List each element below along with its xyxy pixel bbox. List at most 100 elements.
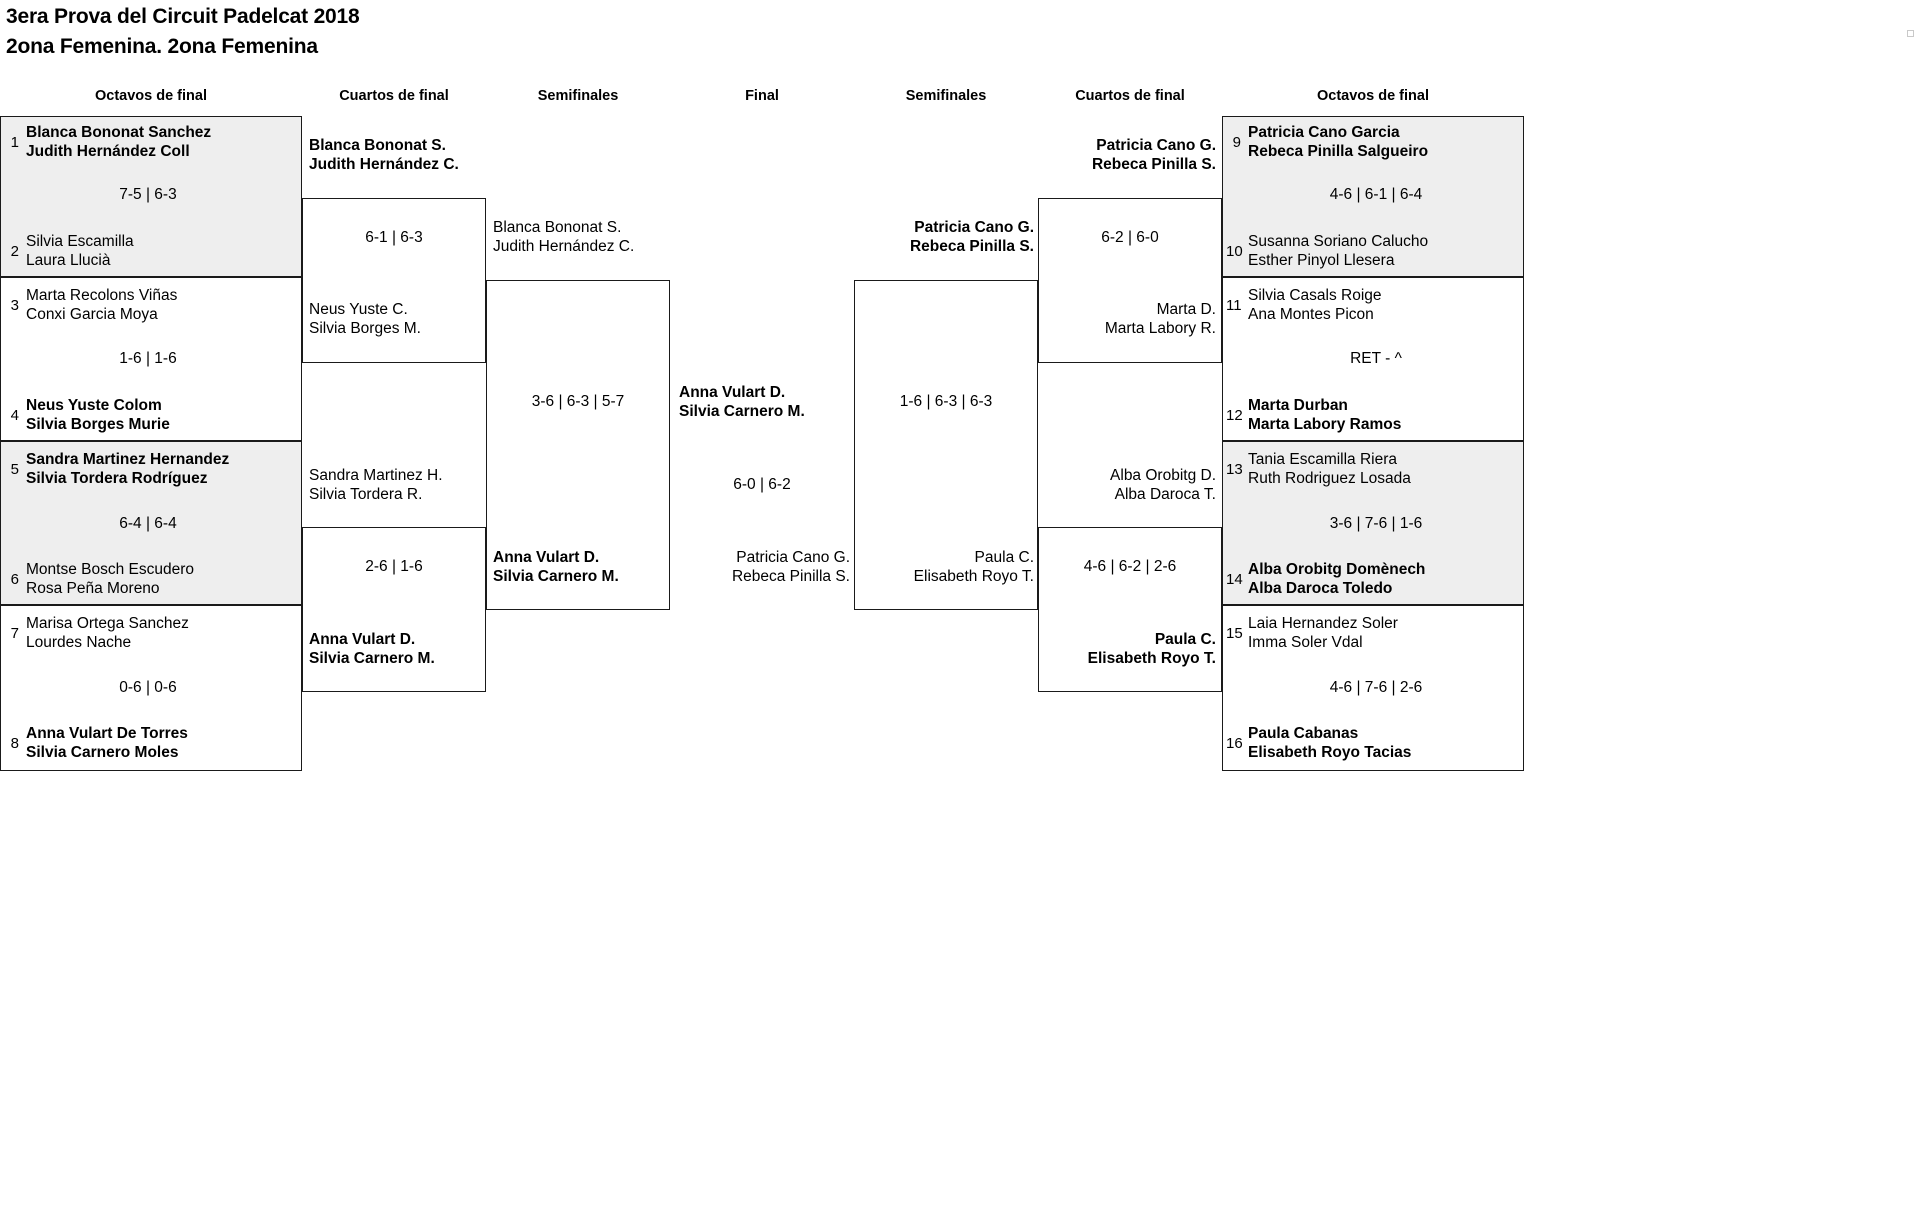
- seed-number: 3: [10, 297, 19, 315]
- round-heading-left-sf: Semifinales: [537, 88, 619, 104]
- bracket-slot-right-12[interactable]: 12 Marta Durban Marta Labory Ramos: [1226, 397, 1401, 434]
- match-score-left-r16-1: 7-5 | 6-3: [119, 186, 177, 203]
- bracket-slot-right-13[interactable]: 13 Tania Escamilla Riera Ruth Rodriguez …: [1226, 451, 1411, 488]
- player-name-1: Blanca Bononat S.: [309, 137, 446, 154]
- bracket-slot-right-14[interactable]: 14 Alba Orobitg Domènech Alba Daroca Tol…: [1226, 561, 1425, 598]
- player-name-1: Patricia Cano G.: [736, 549, 850, 566]
- seed-number: 2: [10, 243, 19, 261]
- match-box-right-r16-4[interactable]: [1222, 605, 1524, 771]
- player-name-2: Elisabeth Royo T.: [913, 567, 1034, 585]
- bracket-slot-right-9[interactable]: 9 Patricia Cano Garcia Rebeca Pinilla Sa…: [1226, 124, 1428, 161]
- seed-number: 7: [10, 625, 19, 643]
- round-heading-final: Final: [745, 88, 779, 104]
- player-name-2: Judith Hernández C.: [493, 237, 635, 255]
- bracket-slot-left-6[interactable]: 6 Montse Bosch Escudero Rosa Peña Moreno: [4, 561, 194, 598]
- player-name-2: Alba Daroca T.: [1114, 485, 1216, 503]
- match-score-left-qf-2: 2-6 | 1-6: [365, 558, 423, 575]
- bracket-slot-left-1[interactable]: 1 Blanca Bononat Sanchez Judith Hernánde…: [4, 124, 212, 161]
- team-names: Susanna Soriano Calucho Esther Pinyol Ll…: [1248, 233, 1428, 270]
- team-names: Silvia Casals Roige Ana Montes Picon: [1248, 287, 1382, 324]
- page-title: 3era Prova del Circuit Padelcat 2018 2on…: [6, 2, 360, 62]
- match-box-left-qf-2[interactable]: [302, 527, 486, 692]
- player-name-1: Neus Yuste C.: [309, 301, 408, 318]
- player-name-2: Silvia Carnero Moles: [26, 743, 179, 761]
- team-left-qf-2-bottom: Anna Vulart D. Silvia Carnero M.: [309, 631, 435, 668]
- team-final-right: Patricia Cano G. Rebeca Pinilla S.: [670, 549, 850, 586]
- team-names: Silvia Escamilla Laura Llucià: [26, 233, 134, 270]
- match-box-right-r16-2[interactable]: [1222, 277, 1524, 441]
- match-score-final: 6-0 | 6-2: [733, 476, 791, 493]
- player-name-1: Marta D.: [1156, 301, 1216, 318]
- match-score-right-r16-4: 4-6 | 7-6 | 2-6: [1329, 679, 1423, 696]
- match-box-left-r16-3[interactable]: [0, 441, 302, 605]
- player-name-2: Silvia Carnero M.: [679, 402, 805, 420]
- seed-number: 12: [1226, 407, 1243, 425]
- bracket-slot-left-8[interactable]: 8 Anna Vulart De Torres Silvia Carnero M…: [4, 725, 188, 762]
- team-names: Blanca Bononat Sanchez Judith Hernández …: [26, 124, 211, 161]
- bracket-slot-left-4[interactable]: 4 Neus Yuste Colom Silvia Borges Murie: [4, 397, 170, 434]
- team-names: Marisa Ortega Sanchez Lourdes Nache: [26, 615, 189, 652]
- bracket-slot-right-11[interactable]: 11 Silvia Casals Roige Ana Montes Picon: [1226, 287, 1382, 324]
- player-name-1: Sandra Martinez Hernandez: [26, 451, 230, 468]
- bracket-slot-right-15[interactable]: 15 Laia Hernandez Soler Imma Soler Vdal: [1226, 615, 1398, 652]
- tournament-title-line1: 3era Prova del Circuit Padelcat 2018: [6, 5, 360, 28]
- bracket-slot-right-16[interactable]: 16 Paula Cabanas Elisabeth Royo Tacias: [1226, 725, 1411, 762]
- tournament-subtitle-line2: 2ona Femenina. 2ona Femenina: [6, 34, 318, 58]
- player-name-1: Anna Vulart D.: [493, 549, 600, 566]
- player-name-2: Esther Pinyol Llesera: [1248, 251, 1395, 269]
- round-heading-left-r16: Octavos de final: [94, 88, 207, 104]
- round-heading-right-sf: Semifinales: [905, 88, 987, 104]
- team-right-qf-1-bottom: Marta D. Marta Labory R.: [1042, 301, 1216, 338]
- match-score-right-qf-2: 4-6 | 6-2 | 2-6: [1083, 558, 1177, 575]
- seed-number: 5: [10, 461, 19, 479]
- match-box-left-r16-1[interactable]: [0, 116, 302, 277]
- player-name-1: Silvia Casals Roige: [1248, 287, 1382, 304]
- match-box-left-r16-2[interactable]: [0, 277, 302, 441]
- player-name-2: Silvia Borges M.: [309, 319, 421, 337]
- player-name-1: Patricia Cano G.: [1096, 137, 1216, 154]
- team-names: Sandra Martinez Hernandez Silvia Tordera…: [26, 451, 229, 488]
- player-name-1: Alba Orobitg D.: [1110, 467, 1216, 484]
- player-name-1: Blanca Bononat Sanchez: [26, 124, 212, 141]
- team-left-qf-2-top: Sandra Martinez H. Silvia Tordera R.: [309, 467, 443, 504]
- team-right-qf-2-bottom: Paula C. Elisabeth Royo T.: [1042, 631, 1216, 668]
- match-box-right-qf-2[interactable]: [1038, 527, 1222, 692]
- match-box-left-r16-4[interactable]: [0, 605, 302, 771]
- bracket-slot-left-7[interactable]: 7 Marisa Ortega Sanchez Lourdes Nache: [4, 615, 189, 652]
- match-box-right-qf-1[interactable]: [1038, 198, 1222, 363]
- match-box-left-qf-1[interactable]: [302, 198, 486, 363]
- player-name-1: Sandra Martinez H.: [309, 467, 443, 484]
- player-name-2: Rosa Peña Moreno: [26, 579, 160, 597]
- player-name-1: Alba Orobitg Domènech: [1248, 561, 1426, 578]
- match-box-right-r16-3[interactable]: [1222, 441, 1524, 605]
- team-left-sf-bottom: Anna Vulart D. Silvia Carnero M.: [493, 549, 619, 586]
- bracket-slot-left-2[interactable]: 2 Silvia Escamilla Laura Llucià: [4, 233, 134, 270]
- team-names: Neus Yuste Colom Silvia Borges Murie: [26, 397, 170, 434]
- bracket-slot-left-3[interactable]: 3 Marta Recolons Viñas Conxi Garcia Moya: [4, 287, 178, 324]
- team-names: Marta Durban Marta Labory Ramos: [1248, 397, 1401, 434]
- player-name-2: Laura Llucià: [26, 251, 111, 269]
- player-name-2: Rebeca Pinilla S.: [1091, 155, 1216, 173]
- match-box-left-sf[interactable]: [486, 280, 670, 610]
- player-name-1: Paula C.: [1154, 631, 1216, 648]
- player-name-2: Elisabeth Royo Tacias: [1248, 743, 1412, 761]
- bracket-slot-right-10[interactable]: 10 Susanna Soriano Calucho Esther Pinyol…: [1226, 233, 1428, 270]
- player-name-2: Imma Soler Vdal: [1248, 633, 1363, 651]
- bracket-slot-left-5[interactable]: 5 Sandra Martinez Hernandez Silvia Torde…: [4, 451, 230, 488]
- round-heading-left-qf: Cuartos de final: [339, 88, 449, 104]
- player-name-1: Patricia Cano G.: [914, 219, 1034, 236]
- seed-number: 11: [1226, 297, 1242, 315]
- team-names: Tania Escamilla Riera Ruth Rodriguez Los…: [1248, 451, 1411, 488]
- player-name-2: Silvia Carnero M.: [493, 567, 619, 585]
- seed-number: 4: [10, 407, 19, 425]
- team-right-sf-bottom: Paula C. Elisabeth Royo T.: [858, 549, 1034, 586]
- round-heading-right-r16: Octavos de final: [1316, 88, 1429, 104]
- match-box-right-r16-1[interactable]: [1222, 116, 1524, 277]
- player-name-2: Conxi Garcia Moya: [26, 305, 158, 323]
- player-name-1: Paula Cabanas: [1248, 725, 1359, 742]
- match-box-right-sf[interactable]: [854, 280, 1038, 610]
- player-name-2: Silvia Tordera R.: [309, 485, 423, 503]
- match-score-left-r16-4: 0-6 | 0-6: [119, 679, 177, 696]
- seed-number: 9: [1232, 134, 1241, 152]
- player-name-2: Silvia Borges Murie: [26, 415, 170, 433]
